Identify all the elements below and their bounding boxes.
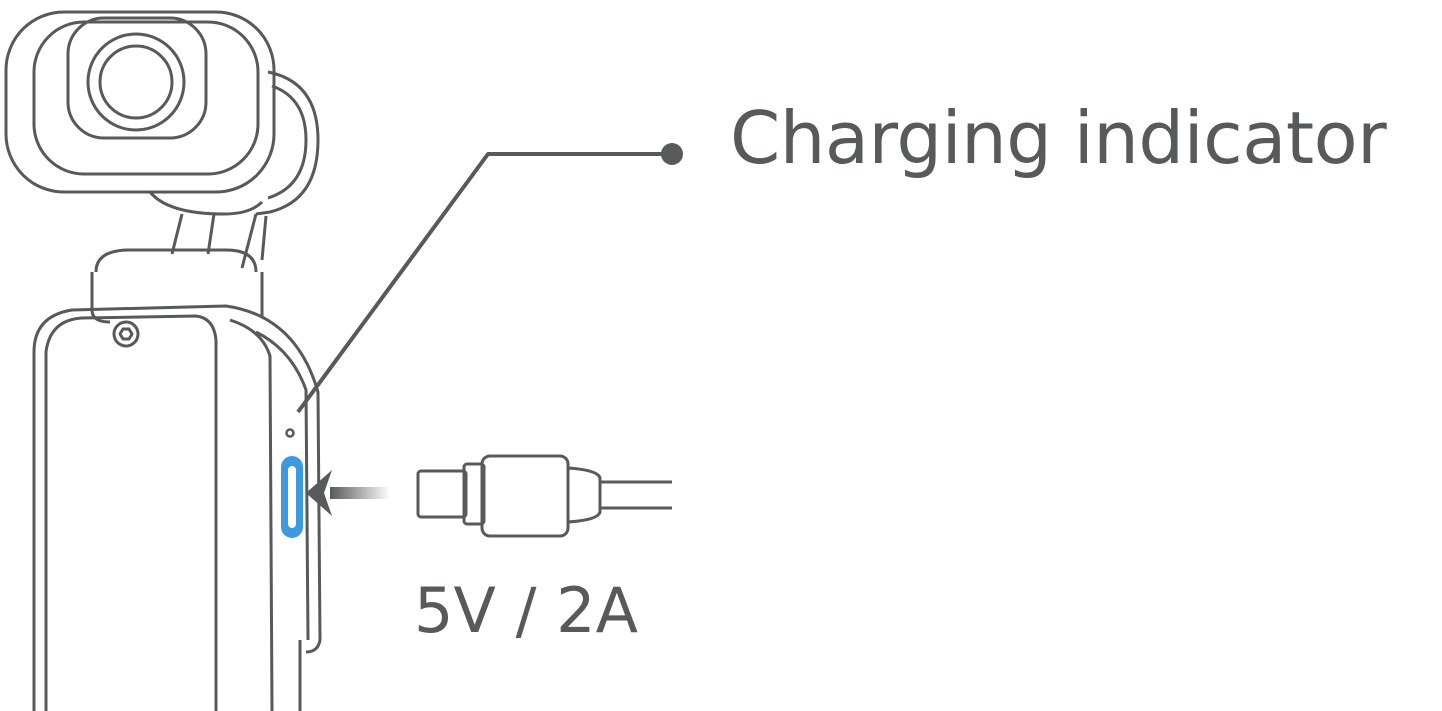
callout-leader-line — [296, 143, 683, 414]
charging-indicator-label: Charging indicator — [730, 96, 1387, 180]
lens-housing — [66, 16, 208, 140]
insert-arrow-icon — [306, 470, 390, 516]
charging-indicator-led — [285, 428, 295, 438]
camera-lens — [86, 32, 186, 132]
usb-c-cable-icon — [416, 454, 672, 538]
device-handle — [32, 304, 322, 711]
power-spec-label: 5V / 2A — [414, 574, 639, 647]
callout-dot — [661, 143, 683, 165]
screw-icon — [112, 320, 140, 348]
gimbal-camera-head — [4, 10, 320, 324]
